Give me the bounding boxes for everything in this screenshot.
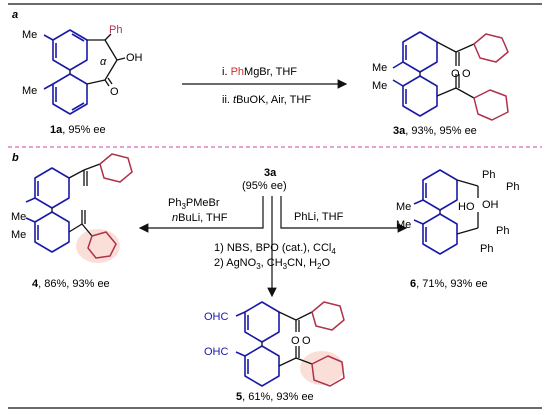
6-ph-label-1: Ph bbox=[482, 169, 495, 181]
section-label-a: a bbox=[12, 9, 18, 21]
arrow-to-6 bbox=[280, 196, 408, 233]
compound-5-caption: 5, 61%, 93% ee bbox=[236, 391, 314, 403]
compound-5-structure bbox=[235, 301, 345, 387]
condition-wittig-1: Ph3PMeBr bbox=[168, 197, 220, 211]
5-cho-label-bottom: OHC bbox=[204, 346, 229, 358]
1a-me-label-bottom: Me bbox=[22, 85, 37, 97]
6-ho-label: HO bbox=[458, 201, 475, 213]
5-cho-label-top: OHC bbox=[204, 311, 229, 323]
compound-1a-structure bbox=[43, 29, 126, 115]
center-compound-ee: (95% ee) bbox=[242, 180, 287, 192]
compound-3a-caption: 3a, 93%, 95% ee bbox=[393, 125, 477, 137]
center-compound-id: 3a bbox=[264, 167, 277, 179]
4-me-label-top: Me bbox=[11, 211, 26, 223]
3a-me-label-top: Me bbox=[372, 62, 387, 74]
1a-me-label-top: Me bbox=[22, 29, 37, 41]
6-me-label-bottom: Me bbox=[396, 219, 411, 231]
compound-4-structure bbox=[25, 153, 133, 263]
compound-1a-caption: 1a, 95% ee bbox=[50, 124, 106, 136]
compound-6-caption: 6, 71%, 93% ee bbox=[410, 278, 488, 290]
3a-o-label-1: O bbox=[451, 68, 460, 80]
1a-alpha-label: α bbox=[100, 56, 107, 68]
3a-me-label-bottom: Me bbox=[372, 80, 387, 92]
compound-4-caption: 4, 86%, 93% ee bbox=[32, 278, 110, 290]
condition-wittig-2: nBuLi, THF bbox=[172, 212, 228, 224]
6-oh-label: OH bbox=[482, 199, 499, 211]
6-me-label-top: Me bbox=[396, 201, 411, 213]
condition-step-2: ii. tBuOK, Air, THF bbox=[222, 94, 311, 106]
5-o-label-2: O bbox=[302, 335, 311, 347]
6-ph-label-4: Ph bbox=[480, 243, 493, 255]
1a-ph-label: Ph bbox=[109, 24, 122, 36]
condition-step-nbs: 1) NBS, BPO (cat.), CCl4 bbox=[214, 242, 336, 256]
3a-o-label-2: O bbox=[462, 68, 471, 80]
compound-3a-structure bbox=[392, 31, 509, 121]
1a-o-label: O bbox=[110, 86, 119, 98]
6-ph-label-3: Ph bbox=[496, 225, 509, 237]
1a-oh-label: OH bbox=[126, 52, 143, 64]
6-ph-label-2: Ph bbox=[506, 181, 519, 193]
section-label-b: b bbox=[12, 152, 19, 164]
compound-6-structure bbox=[413, 169, 479, 255]
condition-phli: PhLi, THF bbox=[294, 211, 344, 223]
arrow-to-4 bbox=[138, 196, 264, 233]
4-me-label-bottom: Me bbox=[11, 229, 26, 241]
condition-step-1: i. PhMgBr, THF bbox=[222, 66, 297, 78]
5-o-label-1: O bbox=[291, 335, 300, 347]
condition-step-agno3: 2) AgNO3, CH3CN, H2O bbox=[214, 257, 331, 271]
